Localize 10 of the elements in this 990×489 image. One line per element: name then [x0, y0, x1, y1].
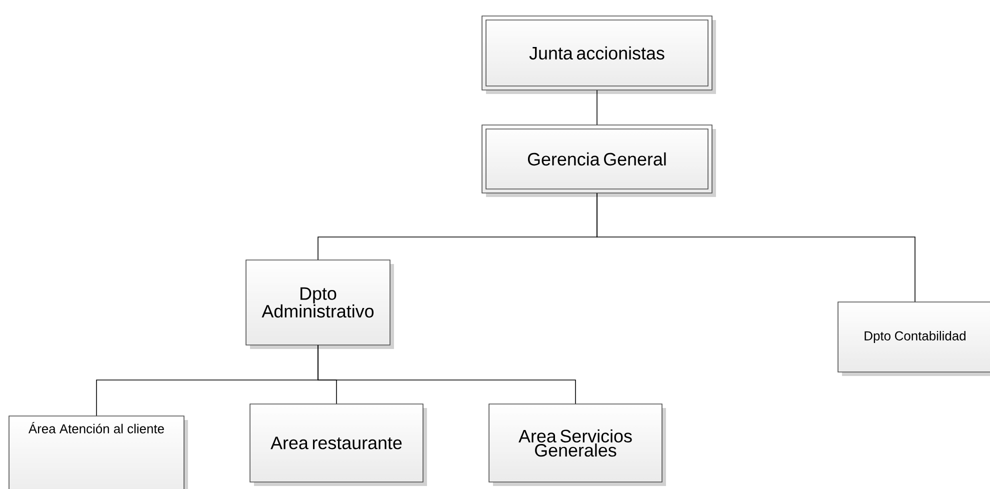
box: Dpto Contabilidad — [838, 302, 990, 376]
box: Junta accionistas — [482, 16, 716, 94]
box: Area Servicios Generales — [488, 404, 666, 486]
connector-line — [596, 192, 916, 302]
box: Area restaurante — [250, 404, 427, 486]
connector-line — [596, 90, 598, 126]
connector-line — [318, 344, 576, 404]
box: Área Atención al cliente — [8, 416, 188, 489]
box: Gerencia General — [482, 124, 716, 197]
box: Dpto Administrativo — [246, 260, 394, 349]
